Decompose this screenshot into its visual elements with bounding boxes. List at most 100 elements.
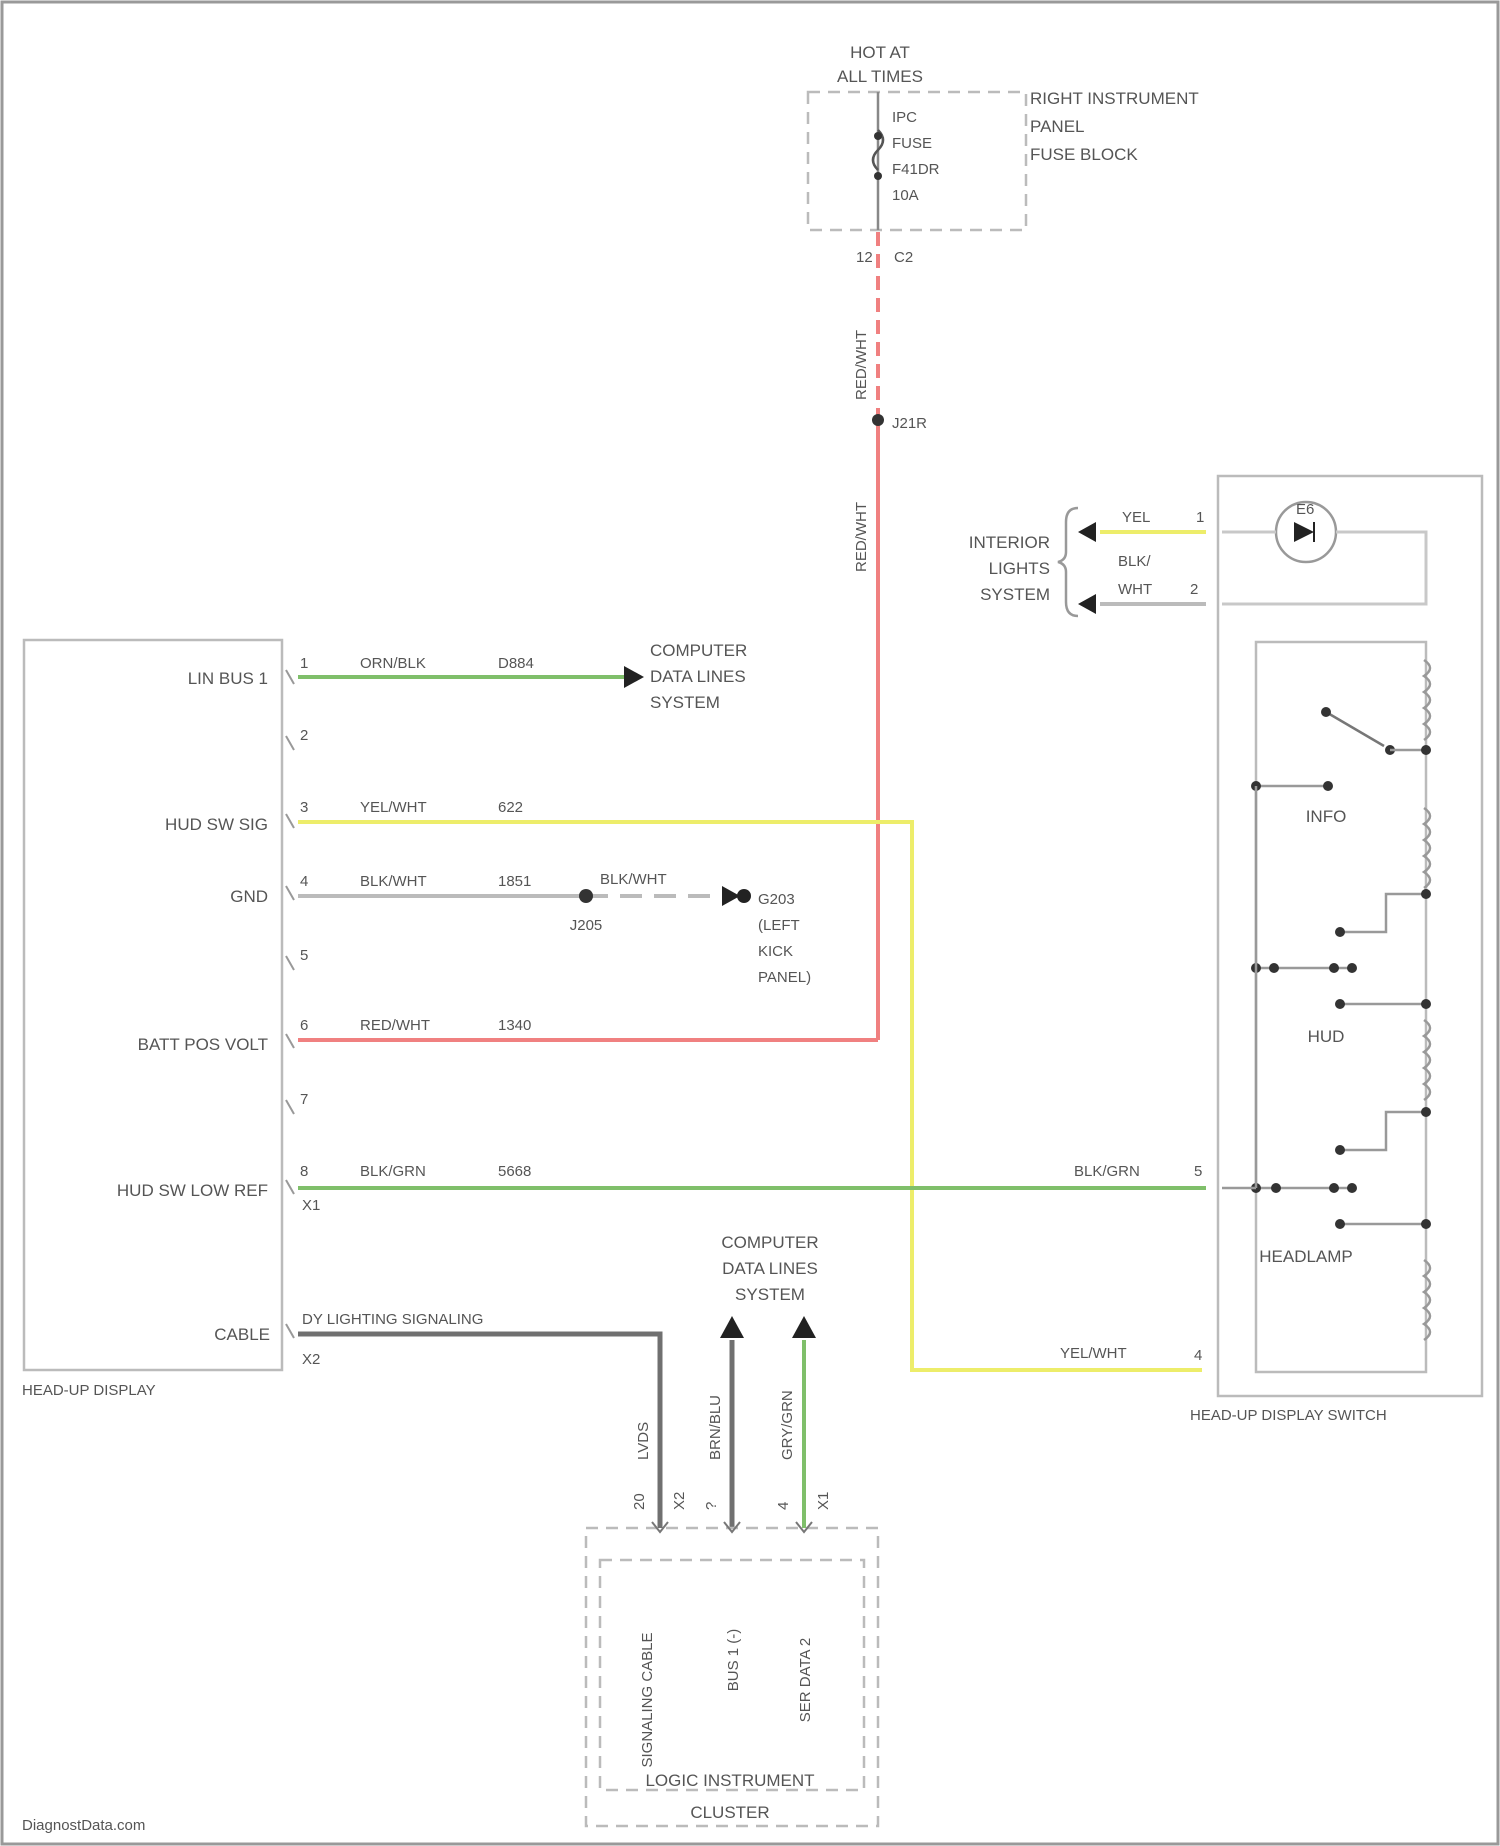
cluster-wire1-num: 20 [631, 1493, 648, 1510]
interior-pin1: 1 [1196, 509, 1204, 526]
computer-data-lines-top: COMPUTER DATA LINES SYSTEM [650, 641, 747, 712]
hud-pin7-num: 7 [300, 1091, 308, 1108]
hud-pin1-color: ORN/BLK [360, 655, 426, 672]
cluster-wire3-num: 4 [775, 1502, 792, 1510]
hud-pin3-label: HUD SW SIG [165, 815, 268, 834]
hud-pin3-num: 3 [300, 799, 308, 816]
fuse-text-4: 10A [892, 187, 919, 204]
ground-icon [722, 886, 751, 906]
ground-wire-color: BLK/WHT [600, 871, 667, 888]
arrow-right-icon [624, 666, 644, 688]
fuse-text-1: IPC [892, 109, 917, 126]
hud-cable-label: CABLE [214, 1325, 270, 1344]
switch-label-headlamp: HEADLAMP [1259, 1247, 1353, 1266]
arrow-left-icon [1078, 522, 1096, 542]
hud-outline [24, 640, 282, 1370]
hud-pin5-num: 5 [300, 947, 308, 964]
computer-bottom-3: SYSTEM [735, 1285, 805, 1304]
hud-pin8-color: BLK/GRN [360, 1163, 426, 1180]
interior-wire2-color-1: BLK/ [1118, 553, 1151, 570]
interior-wire1-color: YEL [1122, 509, 1150, 526]
computer-top-1: COMPUTER [650, 641, 747, 660]
hud-pin6-circuit: 1340 [498, 1017, 531, 1034]
cluster-internal-1: SIGNALING CABLE [639, 1632, 656, 1767]
computer-top-3: SYSTEM [650, 693, 720, 712]
hud-pin1-label: LIN BUS 1 [188, 669, 268, 688]
cluster-name-2: CLUSTER [690, 1803, 769, 1822]
hud-pin6-label: BATT POS VOLT [138, 1035, 268, 1054]
splice-j205 [579, 889, 593, 903]
switch-pin5-color: BLK/GRN [1074, 1163, 1140, 1180]
interior-pin2: 2 [1190, 581, 1198, 598]
hud-pin3-circuit: 622 [498, 799, 523, 816]
hud-x1: X1 [302, 1197, 320, 1214]
head-up-display-module: HEAD-UP DISPLAY LIN BUS 1 1 ORN/BLK D884… [22, 640, 644, 1399]
head-up-display-switch: HEAD-UP DISPLAY SWITCH E6 INFO [1060, 476, 1482, 1424]
hud-pin1-num: 1 [300, 655, 308, 672]
cluster-wire1-color: LVDS [635, 1422, 652, 1460]
cluster-wire2-num: ? [703, 1502, 720, 1510]
switch-pin4: 4 [1194, 1347, 1202, 1364]
cluster-name-1: LOGIC INSTRUMENT [645, 1771, 814, 1790]
supply-label-1: HOT AT [850, 43, 910, 62]
interior-label-2: LIGHTS [989, 559, 1050, 578]
riser-color-bottom: RED/WHT [853, 502, 870, 572]
hud-name: HEAD-UP DISPLAY [22, 1382, 156, 1399]
arrow-up-icon [720, 1316, 744, 1338]
splice-top-label: J21R [892, 415, 927, 432]
fuse-pin: 12 [856, 249, 873, 266]
computer-bottom-2: DATA LINES [722, 1259, 818, 1278]
hud-pin4-label: GND [230, 887, 268, 906]
riser-color-top: RED/WHT [853, 330, 870, 400]
ground-point-2: (LEFT [758, 917, 800, 934]
switch-pin4-color: YEL/WHT [1060, 1345, 1127, 1362]
cluster-wire3-color: GRY/GRN [779, 1390, 796, 1460]
interior-label-3: SYSTEM [980, 585, 1050, 604]
fuse-block: HOT AT ALL TIMES RIGHT INSTRUMENT PANEL … [808, 43, 1199, 266]
ground-point-1: G203 [758, 891, 795, 908]
hud-pin8-circuit: 5668 [498, 1163, 531, 1180]
fuse-connector: C2 [894, 249, 913, 266]
cluster-internal-2: BUS 1 (-) [725, 1629, 742, 1692]
computer-top-2: DATA LINES [650, 667, 746, 686]
interior-wire2-color-2: WHT [1118, 581, 1152, 598]
fuse-block-name-1: RIGHT INSTRUMENT [1030, 89, 1199, 108]
switch-label-info: INFO [1306, 807, 1347, 826]
hud-cable-text: DY LIGHTING SIGNALING [302, 1311, 483, 1328]
watermark: DiagnostData.com [22, 1817, 145, 1834]
hud-pin8-label: HUD SW LOW REF [117, 1181, 268, 1200]
hud-pin8-num: 8 [300, 1163, 308, 1180]
hud-pin3-color: YEL/WHT [360, 799, 427, 816]
interior-label-1: INTERIOR [969, 533, 1050, 552]
ground-splice-label: J205 [570, 917, 603, 934]
cluster-wire1-pin: X2 [671, 1492, 688, 1510]
fuse-text-3: F41DR [892, 161, 940, 178]
supply-label-2: ALL TIMES [837, 67, 923, 86]
fuse-block-name-3: FUSE BLOCK [1030, 145, 1138, 164]
lamp-label: E6 [1296, 501, 1314, 518]
hud-pin6-num: 6 [300, 1017, 308, 1034]
switch-pin5: 5 [1194, 1163, 1202, 1180]
switch-label-hud: HUD [1308, 1027, 1345, 1046]
ground-point-4: PANEL) [758, 969, 811, 986]
switch-name: HEAD-UP DISPLAY SWITCH [1190, 1407, 1387, 1424]
ground-point-3: KICK [758, 943, 793, 960]
hud-pin4-color: BLK/WHT [360, 873, 427, 890]
cluster-wire3-pin: X1 [815, 1492, 832, 1510]
hud-x2: X2 [302, 1351, 320, 1368]
interior-lights-system: INTERIOR LIGHTS SYSTEM YEL BLK/ WHT 1 2 [969, 508, 1206, 616]
arrow-left-icon [1078, 594, 1096, 614]
fuse-block-name-2: PANEL [1030, 117, 1085, 136]
hud-pin1-circuit: D884 [498, 655, 534, 672]
arrow-up-icon [792, 1316, 816, 1338]
signaling-cable-wire [298, 1334, 660, 1528]
fuse-text-2: FUSE [892, 135, 932, 152]
splice-j21r [872, 414, 884, 426]
computer-data-lines-bottom: COMPUTER DATA LINES SYSTEM [720, 1233, 819, 1528]
hud-pin6-color: RED/WHT [360, 1017, 430, 1034]
computer-bottom-1: COMPUTER [721, 1233, 818, 1252]
brace-icon [1058, 508, 1078, 616]
hud-pin4-circuit: 1851 [498, 873, 531, 890]
